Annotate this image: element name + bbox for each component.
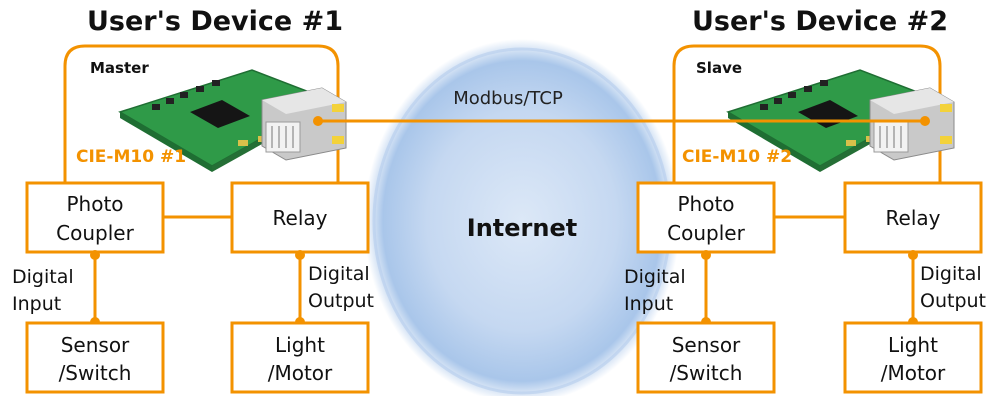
sensor-box — [25, 321, 165, 394]
sensor-label-line1: Sensor — [61, 333, 130, 357]
output-signal-line2: Output — [308, 290, 374, 312]
sensor-label-line2: /Switch — [59, 361, 132, 385]
photo-coupler-label-line2: Coupler — [56, 221, 134, 245]
device-role: Slave — [696, 59, 742, 77]
input-signal-line2: Input — [12, 293, 61, 315]
input-signal-line1: Digital — [624, 266, 686, 288]
device-title: User's Device #2 — [692, 6, 948, 37]
sensor-label-line1: Sensor — [672, 333, 741, 357]
sensor-label-line2: /Switch — [670, 361, 743, 385]
device-role: Master — [90, 59, 149, 77]
photo-coupler-box — [636, 181, 776, 254]
photo-coupler-label-line1: Photo — [66, 192, 123, 216]
actuator-label-line1: Light — [888, 333, 938, 357]
actuator-label-line2: /Motor — [881, 361, 946, 385]
relay-box — [843, 181, 983, 254]
relay-label: Relay — [273, 206, 328, 230]
device-enclosure — [63, 44, 340, 183]
output-signal-line2: Output — [920, 290, 986, 312]
actuator-label-line2: /Motor — [268, 361, 333, 385]
output-signal-line1: Digital — [308, 263, 370, 285]
protocol-label: Modbus/TCP — [453, 88, 563, 109]
input-dot-top — [90, 250, 100, 260]
output-dot-top — [908, 250, 918, 260]
rj45-connector — [261, 87, 347, 161]
relay-label: Relay — [886, 206, 941, 230]
output-dot-top — [295, 250, 305, 260]
photo-coupler-label-line2: Coupler — [667, 221, 745, 245]
link-dot-left — [313, 116, 323, 126]
input-dot-top — [701, 250, 711, 260]
actuator-box — [843, 321, 983, 394]
device-1: User's Device #1 Master — [12, 6, 374, 394]
link-dot-right — [920, 116, 930, 126]
input-signal-line2: Input — [624, 293, 673, 315]
input-signal-line1: Digital — [12, 266, 74, 288]
device-enclosure — [672, 44, 942, 183]
module-label: CIE-M10 #2 — [682, 147, 792, 167]
device-2: User's Device #2 Slave CIE — [624, 6, 986, 394]
device-title: User's Device #1 — [87, 6, 343, 37]
module-label: CIE-M10 #1 — [76, 147, 186, 167]
sensor-box — [636, 321, 776, 394]
photo-coupler-label-line1: Photo — [677, 192, 734, 216]
actuator-label-line1: Light — [275, 333, 325, 357]
internet-label: Internet — [467, 214, 577, 242]
output-signal-line1: Digital — [920, 263, 982, 285]
rj45-connector — [869, 87, 955, 161]
modbus-tcp-link — [313, 116, 930, 126]
actuator-box — [230, 321, 370, 394]
